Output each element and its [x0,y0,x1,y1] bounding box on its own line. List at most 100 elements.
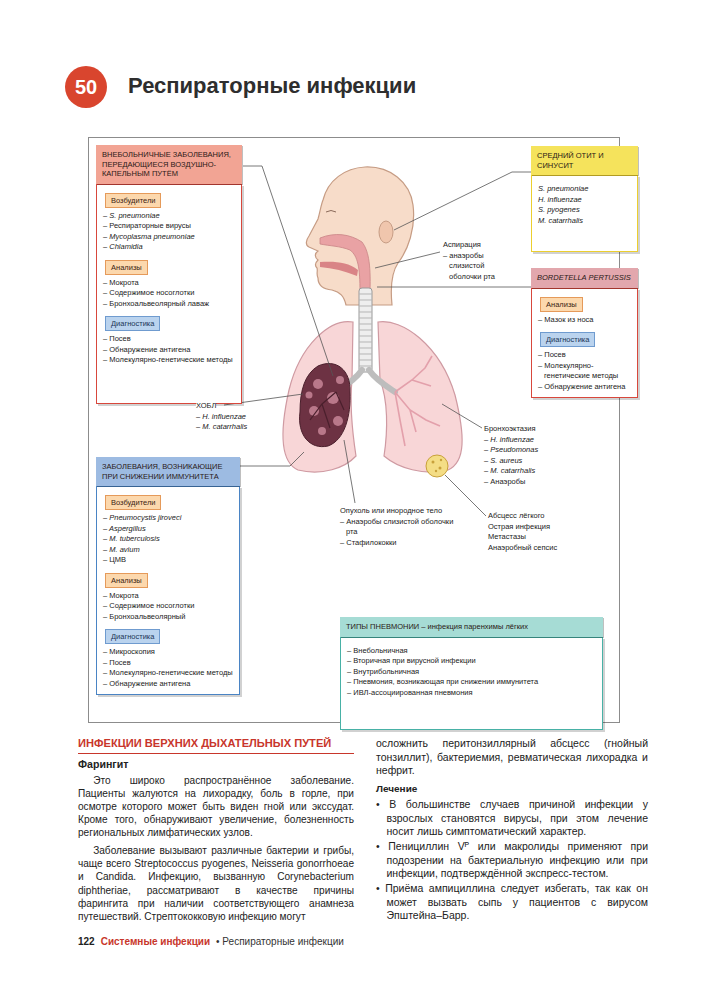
list-item: – Внутрибольничная [347,667,598,678]
callout-label: – Анаэробы слизистой оболочки рта [340,517,454,538]
text-group: Абсцесс лёгкогоОстрая инфекцияМетастазыА… [488,511,578,553]
list-item: – Посев [103,334,237,345]
page-number: 122 [78,935,95,948]
trachea [359,288,372,372]
callout-label: – Анаэробы [484,477,525,488]
list-item: – Мазок из носа [538,315,633,326]
list-item: – S. pneumoniae [103,211,237,222]
tag-label: Анализы [111,263,142,272]
tag-label: Анализы [546,300,577,309]
list-item: – ЦМВ [103,555,235,566]
panel-heading: СРЕДНИЙ ОТИТ И СИНУСИТ [531,146,638,175]
section-tag: Анализы [540,297,583,312]
list-item: S. pneumoniae [538,184,633,195]
list-item: – M. avium [103,545,235,556]
list-item: – Внебольничная [347,646,598,657]
text-group: ХОБЛ– H. influenzae– M. catarrhalis [196,401,268,433]
list-item: – Посев [538,350,633,361]
panel-heading: ВНЕБОЛЬНИЧНЫЕ ЗАБОЛЕВАНИЯ, ПЕРЕДАЮЩИЕСЯ … [96,145,242,184]
leader-line [394,172,531,230]
callout-label: – M. catarrhalis [196,422,247,433]
section-heading: ИНФЕКЦИИ ВЕРХНИХ ДЫХАТЕЛЬНЫХ ПУТЕЙ [78,737,354,754]
subsection-heading: Лечение [376,783,648,796]
body-paragraph: осложнить перитонзиллярный абсцесс (гной… [376,737,648,778]
list-item: – Chlamidia [103,242,237,253]
text-group: 50 [65,66,107,108]
tag-label: Диагностика [111,319,154,328]
right-lung [378,322,462,472]
page-title: Респираторные инфекции [128,72,416,100]
list-item: – Содержимое носоглотки [103,601,235,612]
leader-line [243,166,333,376]
list-item: – Mycoplasma pneumoniae [103,232,237,243]
callout-label: Анаэробный сепсис [488,543,557,554]
left-lung [283,322,356,472]
info-panel: ТИПЫ ПНЕВМОНИИ – инфекция паренхимы лёгк… [340,617,603,730]
callout-label: ХОБЛ [196,401,216,412]
list-item: – Молекулярно-генетические методы [538,361,633,382]
running-head: • Респираторные инфекции [216,935,344,948]
list-item: – Пневмония, возникающая при снижении им… [347,677,598,688]
leader-line [344,440,355,503]
panel-heading: ЗАБОЛЕВАНИЯ, ВОЗНИКАЮЩИЕ ПРИ СНИЖЕНИИ ИМ… [96,457,240,486]
list-item: – Бронхоальвеолярный лаваж [103,299,237,310]
section-tag: Анализы [105,573,148,588]
panel-body: – Внебольничная– Вторичная при вирусной … [340,637,603,730]
list-item: S. pyogenes [538,205,633,216]
oral-cavity [320,262,358,276]
text-group: Бронхоэктазия– H. influenzae– Pseudomona… [484,424,564,487]
list-item: – Вторичная при вирусной инфекции [347,656,598,667]
panel-body: Анализы – Мазок из носаДиагностика – Посев… [531,288,638,399]
callout-label: – M. catarrhalis [484,466,535,477]
panel-body: Возбудители – S. pneumoniae– Респираторны… [96,184,242,404]
list-item: – Респираторные вирусы [103,221,237,232]
tag-label: Возбудители [111,498,155,507]
section-tag: Диагностика [105,629,160,644]
bullet-item: • Приёма ампициллина следует избегать, т… [376,882,648,923]
section-number: 50 [65,66,107,108]
list-item: – M. tuberculosis [103,534,235,545]
callout-label: – H. influenzae [484,435,534,446]
list-item: – ИВЛ-ассоциированная пневмония [347,688,598,699]
list-item: H. influenzae [538,195,633,206]
bronchial-tree [395,356,440,446]
list-item: – Бронхоальвеолярный [103,612,235,623]
bullet-item: • Пенициллин Vᴾ или макролиды применяют … [376,840,648,881]
running-head: Системные инфекции [101,935,210,948]
panel-heading: BORDETELLA PERTUSSIS [531,268,638,288]
list-item: – Молекулярно-генетические методы [103,355,237,366]
list-item: – Посев [103,658,235,669]
abscess-texture [432,459,443,472]
bullet-item: • В большинстве случаев причиной инфекци… [376,798,648,839]
ear [379,221,393,243]
tag-label: Анализы [111,576,142,585]
callout-label: – H. influenzae [196,412,246,423]
number-badge [65,66,107,108]
body-paragraph: Это широко распространённое заболевание.… [78,774,354,840]
list-item: M. catarrhalis [538,216,633,227]
callout-label: Бронхоэктазия [484,424,536,435]
tag-label: Возбудители [111,196,155,205]
section-tag: Возбудители [105,495,161,510]
callout-label: Опухоль или инородное тело [340,506,442,517]
callout-label: – S. aureus [484,456,522,467]
leader-line [375,252,440,268]
list-item: – Мокрота [103,278,237,289]
list-item: – Молекулярно-генетические методы [103,668,235,679]
panel-body: S. pneumoniaeH. influenzaeS. pyogenesM. … [531,175,638,252]
section-tag: Диагностика [540,332,595,347]
section-tag: Возбудители [105,193,161,208]
text-group: Аспирация– анаэробы слизистой оболочки р… [443,240,505,282]
head-figure [306,167,413,305]
section-tag: Диагностика [105,316,160,331]
copd-lesion [300,364,351,447]
list-item: – Обнаружение антигена [103,679,235,690]
panel-body: Возбудители– Pneumocystis jiroveci– Aspe… [96,486,240,695]
callout-label: Острая инфекция [488,522,550,533]
body-paragraph: Заболевание вызывают различные бактерии … [78,844,354,923]
abscess [426,455,448,477]
callout-label: – Pseudomonas [484,445,538,456]
callout-label: – анаэробы слизистой оболочки рта [443,251,511,283]
info-panel: BORDETELLA PERTUSSIS Анализы – Мазок из но… [531,268,638,398]
